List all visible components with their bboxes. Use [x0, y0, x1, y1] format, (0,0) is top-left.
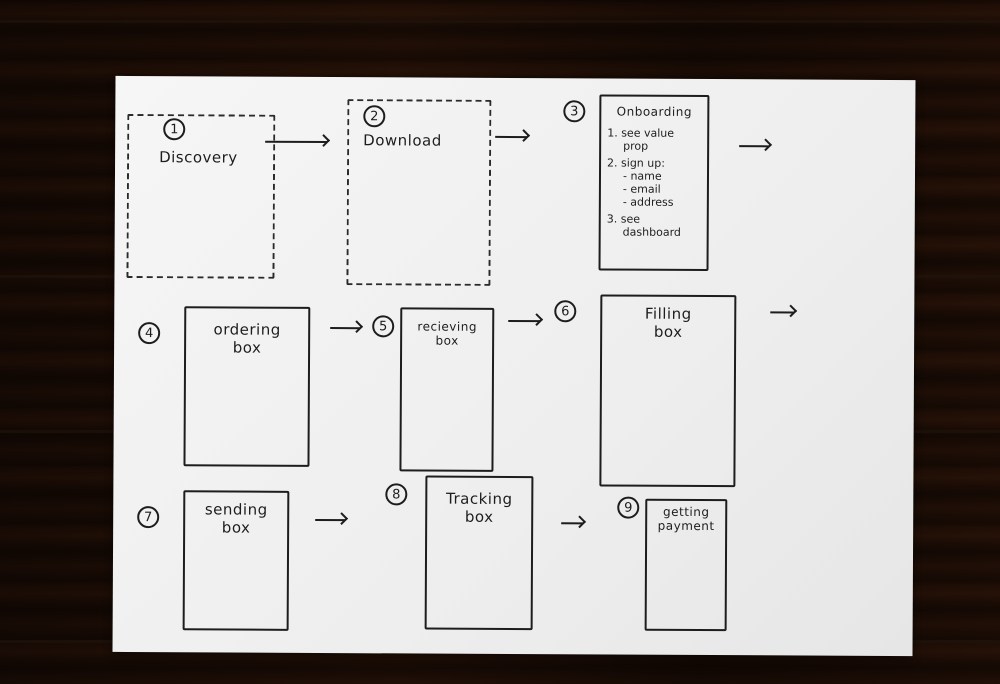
step-number-3: 3: [563, 100, 586, 123]
flow-arrow: [739, 145, 770, 148]
onboarding-detail: - name: [622, 169, 662, 183]
flow-arrow: [495, 135, 528, 139]
step-label-sending-box: sending box: [204, 500, 268, 537]
step-number-7: 7: [137, 506, 160, 529]
onboarding-detail: 2. sign up:: [607, 156, 665, 170]
onboarding-detail: - address: [622, 195, 674, 209]
onboarding-detail: 3. see: [606, 212, 641, 226]
flow-arrow: [770, 311, 795, 314]
step-label-ordering-box: ordering box: [213, 320, 281, 357]
step-label-getting-payment: getting payment: [657, 504, 715, 534]
step-label-discovery: Discovery: [159, 148, 238, 167]
step-label-tracking-box: Tracking box: [446, 489, 513, 526]
sketch-paper: 1 Discovery 2 Download 3 Onboarding 1. s…: [112, 75, 916, 657]
step-label-onboarding: Onboarding: [616, 104, 692, 119]
step-frame-discovery: [126, 113, 276, 279]
onboarding-detail: dashboard: [622, 225, 681, 239]
step-number-6: 6: [554, 300, 577, 323]
flow-arrow: [508, 319, 541, 323]
step-number-2: 2: [363, 105, 386, 128]
step-number-8: 8: [385, 483, 408, 506]
onboarding-detail: prop: [623, 139, 649, 153]
onboarding-checklist: 1. see value prop 2. sign up: - name - e…: [607, 126, 682, 238]
step-frame-download: [346, 99, 492, 286]
step-number-1: 1: [163, 118, 186, 141]
step-label-recieving-box: recieving box: [417, 319, 478, 348]
step-number-5: 5: [372, 315, 395, 338]
step-label-filling-box: Filling box: [644, 304, 692, 341]
flow-arrow: [265, 140, 328, 144]
onboarding-detail: - email: [622, 182, 661, 196]
step-number-4: 4: [138, 322, 161, 345]
onboarding-detail: 1. see value: [607, 126, 675, 140]
flow-arrow: [330, 327, 361, 330]
step-number-9: 9: [617, 496, 640, 519]
flow-arrow: [315, 518, 346, 522]
flow-arrow: [561, 522, 584, 525]
wood-seam: [0, 20, 1000, 23]
step-label-download: Download: [363, 131, 442, 150]
